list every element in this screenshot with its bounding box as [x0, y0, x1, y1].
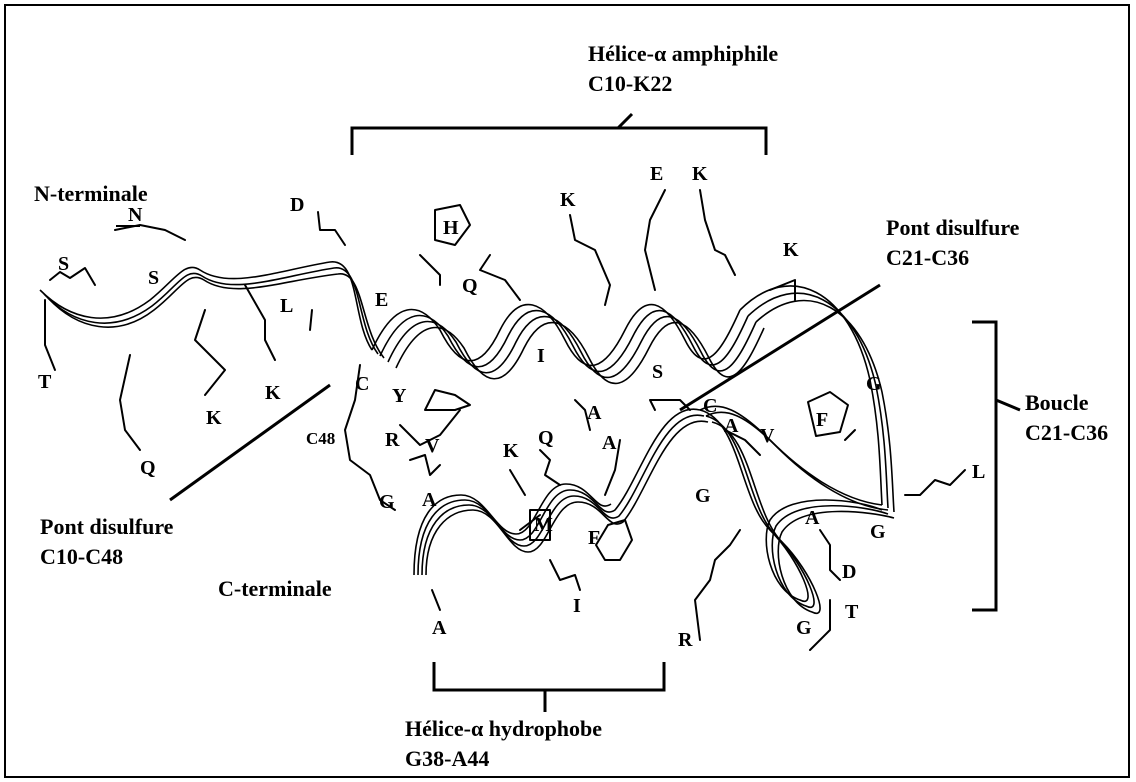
disulfide-bridge-2-range: C10-C48	[40, 546, 123, 568]
residue-v: V	[425, 436, 439, 456]
residue-i: I	[573, 596, 581, 616]
residue-g: G	[796, 618, 812, 638]
c-loop-coil	[700, 410, 894, 613]
disulfide-bridge-1-title: Pont disulfure	[886, 217, 1019, 239]
disulfide-c21-c36-leader	[680, 285, 880, 410]
residue-v: V	[760, 426, 774, 446]
residue-q: Q	[140, 458, 156, 478]
residue-a: A	[422, 490, 436, 510]
loop-ribbon	[700, 286, 894, 512]
loop-title: Boucle	[1025, 392, 1089, 414]
hydrophobic-helix-bracket	[434, 662, 664, 712]
residue-c: C	[703, 396, 717, 416]
residue-k: K	[783, 240, 799, 260]
amphiphilic-helix-title: Hélice-α amphiphile	[588, 43, 778, 65]
residue-e: E	[650, 164, 663, 184]
residue-d: D	[842, 562, 856, 582]
residue-f: F	[816, 410, 828, 430]
hydrophobic-helix-title: Hélice-α hydrophobe	[405, 718, 602, 740]
hydrophobic-helix-range: G38-A44	[405, 748, 489, 770]
residue-a: A	[432, 618, 446, 638]
residue-l: L	[972, 462, 985, 482]
disulfide-bridge-1-range: C21-C36	[886, 247, 969, 269]
residue-k: K	[206, 408, 222, 428]
residue-n: N	[128, 205, 142, 225]
residue-c: C	[355, 374, 369, 394]
amphiphilic-helix-ribbon	[372, 305, 764, 384]
residue-i: I	[537, 346, 545, 366]
residue-a: A	[587, 403, 601, 423]
residue-e: E	[375, 290, 388, 310]
residue-g: G	[379, 492, 395, 512]
disulfide-bridge-2-title: Pont disulfure	[40, 516, 173, 538]
residue-t: T	[38, 372, 51, 392]
residue-k: K	[560, 190, 576, 210]
residue-s: S	[58, 254, 69, 274]
amphiphilic-helix-range: C10-K22	[588, 73, 672, 95]
hydrophobic-helix-ribbon	[414, 409, 708, 575]
residue-y: Y	[392, 386, 406, 406]
residue-a: A	[805, 508, 819, 528]
residue-q: Q	[462, 276, 478, 296]
residue-d: D	[290, 195, 304, 215]
residue-m: M	[534, 515, 553, 535]
residue-t: T	[845, 602, 858, 622]
residue-k: K	[265, 383, 281, 403]
n-terminal-label: N-terminale	[34, 183, 148, 205]
residue-k: K	[503, 441, 519, 461]
residue-r: R	[385, 430, 399, 450]
residue-r: R	[678, 630, 692, 650]
residue-g: G	[870, 522, 886, 542]
loop-range: C21-C36	[1025, 422, 1108, 444]
residue-s: S	[652, 362, 663, 382]
residue-a: A	[724, 416, 738, 436]
residue-f: F	[588, 528, 600, 548]
residue-g: G	[695, 486, 711, 506]
n-terminal-coil	[40, 262, 384, 358]
residue-k: K	[692, 164, 708, 184]
residue-q: Q	[538, 428, 554, 448]
residue-l: L	[280, 296, 293, 316]
residue-a: A	[602, 433, 616, 453]
residue-s: S	[148, 268, 159, 288]
residue-g: G	[866, 374, 882, 394]
residue-h: H	[443, 218, 459, 238]
c-terminal-label: C-terminale	[218, 578, 332, 600]
amphiphilic-helix-bracket	[352, 114, 766, 155]
residue-c48: C48	[306, 430, 335, 447]
